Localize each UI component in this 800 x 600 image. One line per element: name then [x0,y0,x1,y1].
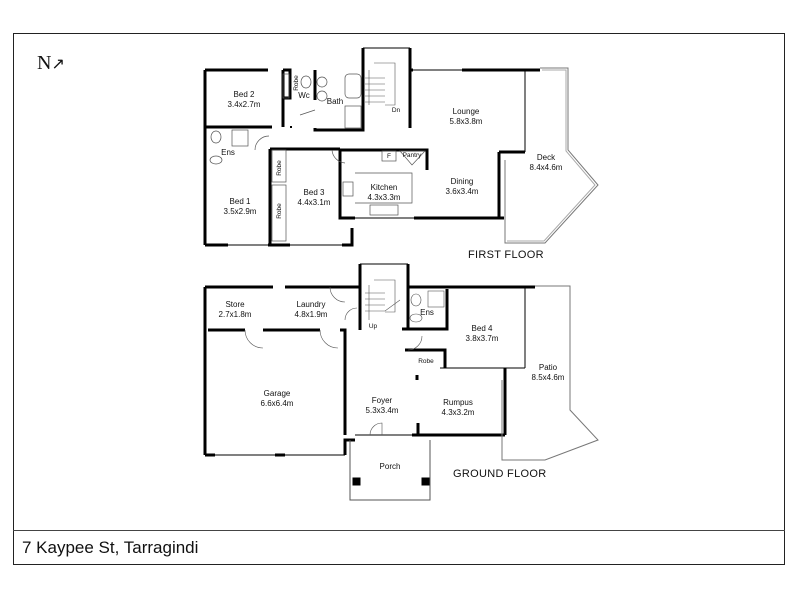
stairs-up-label: Up [368,323,378,330]
ground-floor-title: GROUND FLOOR [453,468,547,480]
stairs-down-label: Dn [391,107,401,114]
caption-divider [13,530,785,531]
first-floor-title: FIRST FLOOR [468,249,544,261]
room-porch: Porch [379,462,401,471]
room-robe: Robe [292,75,300,91]
plan-frame [13,33,785,565]
room-robe: Robe [418,358,434,365]
ground-floor-walls [203,263,599,501]
room-pantry: Pantry [402,152,422,159]
room-wc: Wc [298,91,310,100]
room-robe: Robe [275,203,283,219]
north-arrow-icon: N↗ [37,52,65,74]
first-floor-walls [203,47,599,247]
room-ensuite: Ens [420,308,434,317]
room-ensuite: Ens [221,148,235,157]
room-bath: Bath [326,97,344,106]
room-robe: Robe [275,160,283,176]
address-caption: 7 Kaypee St, Tarragindi [22,538,199,557]
fridge-label: F [387,153,391,160]
